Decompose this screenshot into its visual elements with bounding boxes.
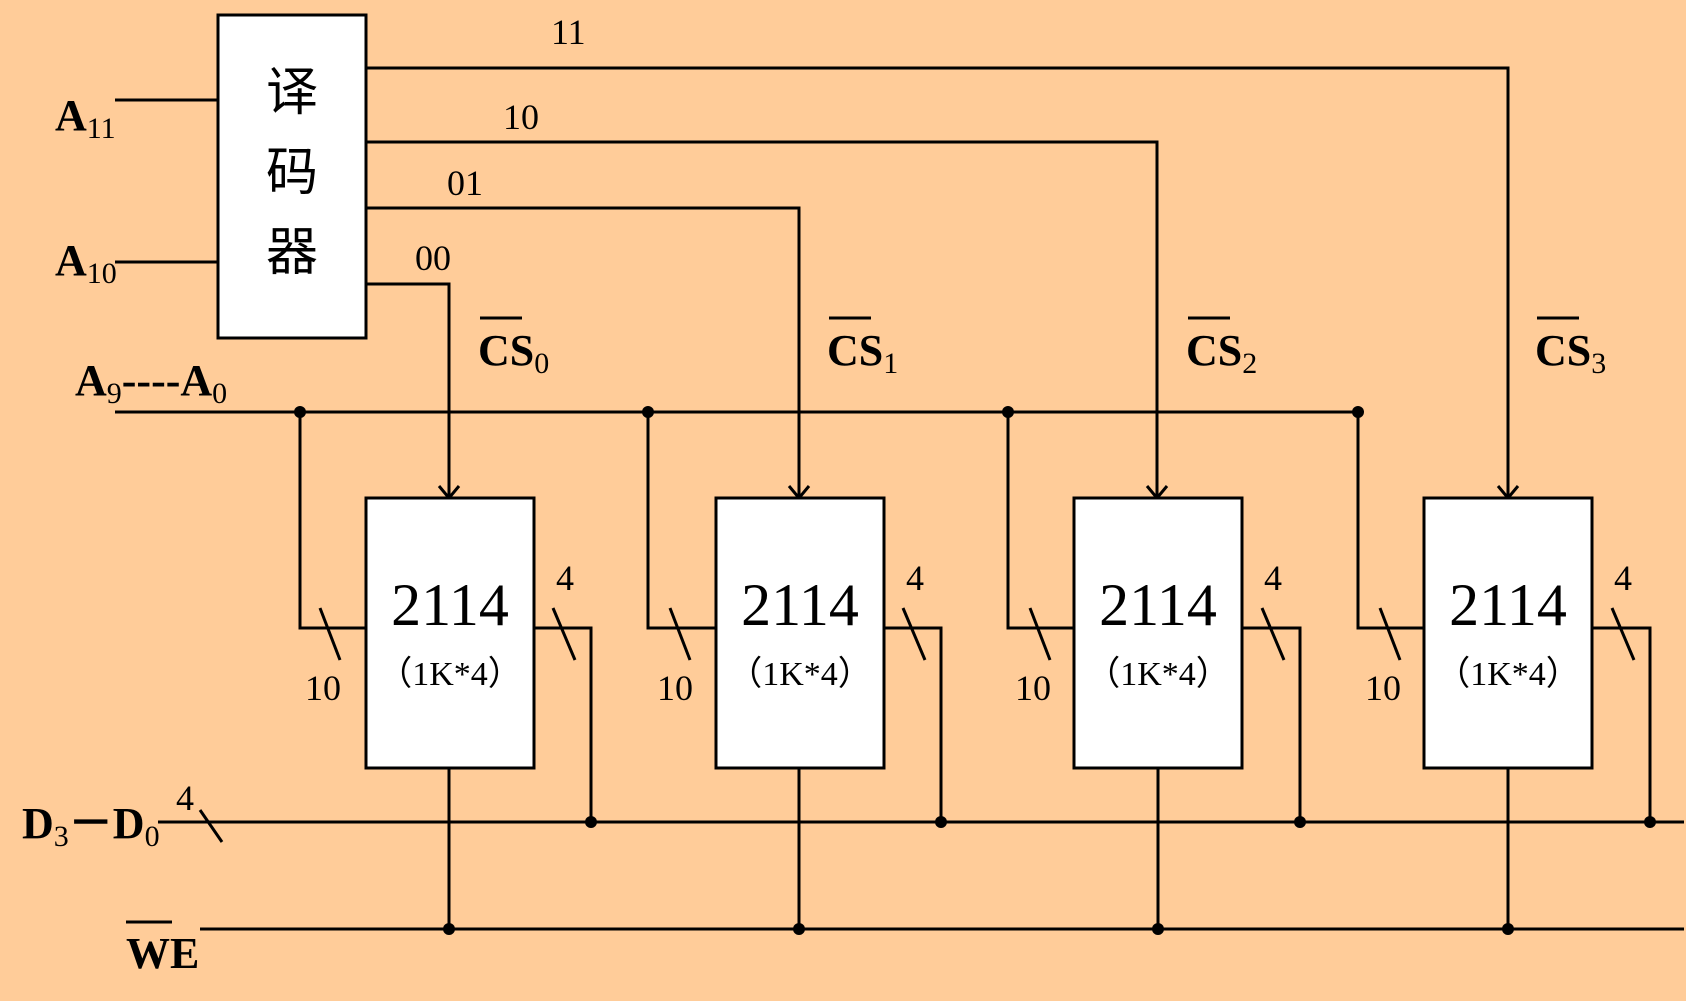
bus-width-slash bbox=[1260, 607, 1286, 661]
bus-width-slash bbox=[198, 809, 224, 843]
decoder-output-11-label: 11 bbox=[551, 12, 586, 52]
junction-dot bbox=[1294, 816, 1306, 828]
address-tap-chip-2 bbox=[646, 412, 716, 630]
bus-width-slash bbox=[318, 607, 342, 661]
chip-2114-1: 2114 （1K*4） bbox=[364, 496, 536, 770]
bus-width-slash bbox=[551, 607, 577, 661]
chip-2114-3: 2114 （1K*4） bbox=[1072, 496, 1244, 770]
addr-width-label: 10 bbox=[657, 668, 693, 708]
decoder-label-char-3: 器 bbox=[266, 223, 318, 283]
svg-text:CS2: CS2 bbox=[1186, 326, 1257, 380]
decoder-output-11-wire bbox=[366, 66, 1510, 497]
data-tap-chip-4 bbox=[1592, 626, 1652, 822]
data-bus-width-label: 4 bbox=[176, 778, 194, 818]
svg-text:CS3: CS3 bbox=[1535, 326, 1606, 380]
input-a11-label: A11 bbox=[55, 91, 116, 145]
chip-size-label: （1K*4） bbox=[1436, 655, 1580, 693]
cs2-label: CS2 bbox=[1186, 316, 1257, 380]
chip-part-label: 2114 bbox=[1099, 572, 1217, 638]
bus-width-slash bbox=[668, 607, 692, 661]
junction-dot bbox=[585, 816, 597, 828]
junction-dot bbox=[642, 406, 654, 418]
decoder-output-10-label: 10 bbox=[503, 97, 539, 137]
address-tap-chip-1 bbox=[298, 412, 366, 630]
chip-2114-2: 2114 （1K*4） bbox=[714, 496, 886, 770]
svg-text:CS0: CS0 bbox=[478, 326, 549, 380]
junction-dot bbox=[1352, 406, 1364, 418]
decoder-box bbox=[216, 13, 368, 340]
junction-dot bbox=[443, 923, 455, 935]
svg-text:CS1: CS1 bbox=[827, 326, 898, 380]
junction-dot bbox=[793, 923, 805, 935]
svg-text:WE: WE bbox=[126, 929, 199, 978]
address-tap-chip-4 bbox=[1356, 412, 1424, 630]
data-tap-chip-1 bbox=[534, 626, 593, 822]
junction-dot bbox=[935, 816, 947, 828]
addr-width-label: 10 bbox=[1365, 668, 1401, 708]
cs0-label: CS0 bbox=[478, 316, 549, 380]
addr-width-label: 10 bbox=[1015, 668, 1051, 708]
we-label: WE bbox=[126, 920, 199, 978]
addr-width-label: 10 bbox=[305, 668, 341, 708]
bus-width-slash bbox=[1028, 607, 1052, 661]
chip-part-label: 2114 bbox=[1449, 572, 1567, 638]
decoder-output-01-label: 01 bbox=[447, 163, 483, 203]
decoder-label-char-2: 码 bbox=[266, 143, 318, 203]
data-tap-chip-3 bbox=[1242, 626, 1302, 822]
decoder-output-00-label: 00 bbox=[415, 238, 451, 278]
chip-size-label: （1K*4） bbox=[1086, 655, 1230, 693]
junction-dot bbox=[1644, 816, 1656, 828]
bus-width-slash bbox=[1610, 607, 1636, 661]
junction-dot bbox=[294, 406, 306, 418]
data-tap-chip-2 bbox=[884, 626, 943, 822]
chip-size-label: （1K*4） bbox=[378, 655, 522, 693]
data-width-label: 4 bbox=[556, 558, 574, 598]
chip-part-label: 2114 bbox=[391, 572, 509, 638]
junction-dot bbox=[1152, 923, 1164, 935]
decoder-output-10-wire bbox=[366, 140, 1159, 497]
decoder-label-char-1: 译 bbox=[266, 63, 318, 123]
cs1-label: CS1 bbox=[827, 316, 898, 380]
address-tap-chip-3 bbox=[1006, 412, 1074, 630]
cs3-label: CS3 bbox=[1535, 316, 1606, 380]
address-bus-label: A9----A0 bbox=[75, 356, 227, 410]
chip-part-label: 2114 bbox=[741, 572, 859, 638]
data-width-label: 4 bbox=[906, 558, 924, 598]
chip-2114-4: 2114 （1K*4） bbox=[1422, 496, 1594, 770]
decoder-output-01-wire bbox=[366, 206, 801, 497]
input-a10-label: A10 bbox=[55, 236, 117, 290]
data-bus-label: D3－D0 bbox=[22, 799, 160, 853]
decoder-output-00-wire bbox=[366, 282, 451, 497]
bus-width-slash bbox=[901, 607, 927, 661]
junction-dot bbox=[1502, 923, 1514, 935]
data-width-label: 4 bbox=[1614, 558, 1632, 598]
junction-dot bbox=[1002, 406, 1014, 418]
chip-size-label: （1K*4） bbox=[728, 655, 872, 693]
bus-width-slash bbox=[1378, 607, 1402, 661]
data-width-label: 4 bbox=[1264, 558, 1282, 598]
